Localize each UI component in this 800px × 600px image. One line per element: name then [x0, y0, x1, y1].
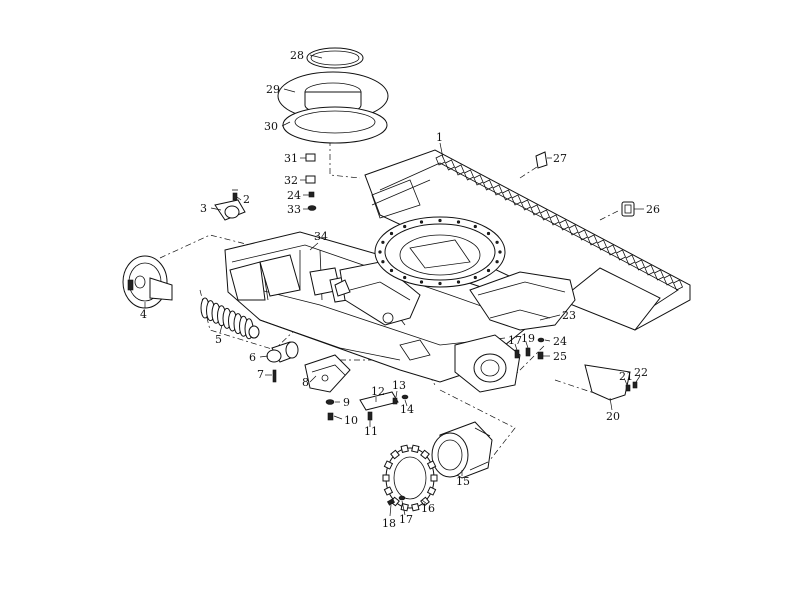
label-4: 4: [140, 308, 147, 321]
label-27: 27: [553, 152, 567, 165]
label-11: 11: [364, 425, 378, 438]
track-shoe-parts: [535, 151, 635, 217]
swing-bearing-ring: [374, 216, 506, 288]
label-14: 14: [400, 403, 414, 416]
label-2: 2: [243, 193, 250, 206]
label-10: 10: [344, 414, 358, 427]
slewing-ring-parts: [277, 47, 389, 144]
label-17a: 17: [399, 513, 413, 526]
part-labels: 1 2 3 4 5 6 7 8 9 10 11 12 13 14 15 16 1…: [140, 49, 660, 530]
bracket-parts: [214, 189, 246, 221]
label-28: 28: [290, 49, 304, 62]
adjust-cylinder: [266, 341, 299, 383]
crossbeam: [469, 271, 576, 331]
sprocket-bolts: [386, 495, 406, 506]
label-26: 26: [646, 203, 660, 216]
label-22: 22: [634, 366, 648, 379]
label-17b: 17: [508, 334, 522, 347]
cover-plate: [584, 364, 631, 401]
label-24a: 24: [553, 335, 567, 348]
recoil-spring: [200, 297, 260, 340]
label-20: 20: [606, 410, 620, 423]
label-30: 30: [264, 120, 278, 133]
label-29: 29: [266, 83, 280, 96]
sprocket: [382, 444, 438, 512]
label-25: 25: [553, 350, 567, 363]
bolt-column: [305, 153, 317, 211]
label-15: 15: [456, 475, 470, 488]
label-6: 6: [249, 351, 256, 364]
label-13: 13: [392, 379, 406, 392]
label-3: 3: [200, 202, 207, 215]
guard-bracket: [304, 354, 351, 393]
track-chain: [364, 149, 691, 331]
label-31: 31: [284, 152, 298, 165]
label-23: 23: [562, 309, 576, 322]
label-32: 32: [284, 174, 298, 187]
label-19: 19: [521, 332, 535, 345]
label-33: 33: [287, 203, 301, 216]
label-12: 12: [371, 385, 385, 398]
label-24b: 24: [287, 189, 301, 202]
label-21: 21: [619, 370, 633, 383]
label-8: 8: [302, 376, 309, 389]
label-1: 1: [436, 131, 443, 144]
label-5: 5: [215, 333, 222, 346]
label-34: 34: [314, 230, 328, 243]
small-hardware: [325, 391, 409, 421]
label-16: 16: [421, 502, 435, 515]
label-18: 18: [382, 517, 396, 530]
leader-lines: [144, 54, 644, 517]
label-7: 7: [257, 368, 264, 381]
travel-motor: [431, 421, 493, 479]
label-9: 9: [343, 396, 350, 409]
idler-wheel: [122, 255, 173, 309]
